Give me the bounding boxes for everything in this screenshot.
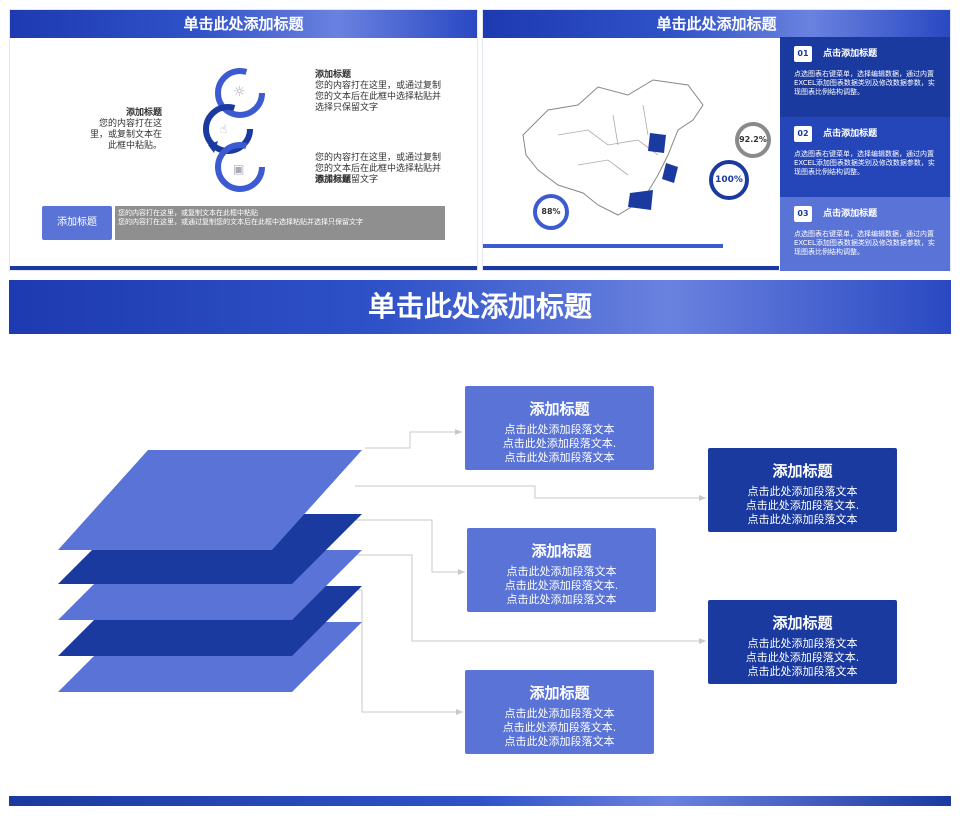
content-box-2-line-1: 点击此处添加段落文本: [747, 485, 858, 498]
layer-1: [58, 450, 362, 550]
percent-circle-3: 88%: [533, 194, 569, 230]
content-box-3-title: 添加标题: [531, 542, 592, 560]
slide-left-title: 单击此处添加标题: [183, 15, 304, 33]
content-box-2-line-2: 点击此处添加段落文本.: [745, 499, 860, 512]
right-top-text: 您的内容打在这里，或通过复制您的文本后在此框中选择粘贴并选择只保留文字: [315, 81, 442, 113]
side-item-2-title: 点击添加标题: [823, 129, 878, 139]
content-box-5-line-2: 点击此处添加段落文本.: [502, 721, 617, 734]
main-title: 单击此处添加标题: [367, 290, 592, 323]
content-box-4[interactable]: 添加标题 点击此处添加段落文本 点击此处添加段落文本. 点击此处添加段落文本: [708, 600, 897, 684]
side-item-3-number: 03: [794, 206, 812, 222]
side-item-1-text: 点选图表右键菜单，选择编辑数据，通过内置EXCEL添加图表数据类别及修改数据参数…: [794, 70, 935, 96]
map-underline: [483, 244, 723, 248]
bar-label[interactable]: 添加标题: [42, 206, 112, 240]
side-item-2[interactable]: 02 点击添加标题 点选图表右键菜单，选择编辑数据，通过内置EXCEL添加图表数…: [780, 117, 950, 197]
slide-right-title-bar: 单击此处添加标题: [483, 10, 950, 38]
main-footer-bar: [9, 796, 951, 806]
side-item-1[interactable]: 01 点击添加标题 点选图表右键菜单，选择编辑数据，通过内置EXCEL添加图表数…: [780, 37, 950, 117]
content-box-4-line-1: 点击此处添加段落文本: [747, 637, 858, 650]
side-item-2-text: 点选图表右键菜单，选择编辑数据，通过内置EXCEL添加图表数据类别及修改数据参数…: [794, 150, 935, 176]
percent-circle-2-label: 100%: [715, 175, 743, 185]
slide-right-title: 单击此处添加标题: [656, 15, 777, 33]
percent-circle-3-label: 88%: [541, 207, 561, 216]
layer-stack-diagram: [58, 429, 706, 715]
content-box-1-line-1: 点击此处添加段落文本: [504, 423, 615, 436]
side-item-1-number: 01: [794, 46, 812, 62]
bar-label-text: 添加标题: [57, 217, 97, 228]
content-box-1-line-2: 点击此处添加段落文本.: [502, 437, 617, 450]
side-item-1-title: 点击添加标题: [823, 49, 878, 59]
bottom-rule: [10, 266, 477, 270]
content-box-1-line-3: 点击此处添加段落文本: [504, 451, 615, 464]
slide-left-title-bar: 单击此处添加标题: [10, 10, 477, 38]
right-bottom-text: 您的内容打在这里，或通过复制您的文本后在此框中选择粘贴并选择只保留文字: [315, 153, 442, 185]
percent-circle-1-label: 92.2%: [739, 135, 767, 144]
content-box-3-line-2: 点击此处添加段落文本.: [504, 579, 619, 592]
content-box-1-title: 添加标题: [529, 400, 590, 418]
content-box-1[interactable]: 添加标题 点击此处添加段落文本 点击此处添加段落文本. 点击此处添加段落文本: [465, 386, 654, 470]
percent-circle-2: 100%: [709, 160, 749, 200]
wallet-icon: ▣: [233, 162, 245, 176]
side-item-3[interactable]: 03 点击添加标题 点选图表右键菜单，选择编辑数据，通过内置EXCEL添加图表数…: [780, 197, 950, 271]
gray-bar-line-2: 您的内容打在这里，或通过复制您的文本后在此框中选择粘贴并选择只保留文字: [118, 218, 363, 226]
right-bottom-label: 您的内容打在这里，或通过复制您的文本后在此框中选择粘贴并选择只保留文字 添加标题: [315, 153, 443, 186]
gray-bar-line-1: 您的内容打在这里，或复制文本在此框中粘贴: [118, 209, 258, 217]
content-box-3-line-3: 点击此处添加段落文本: [506, 593, 617, 606]
bottom-rule-right: [483, 266, 779, 270]
content-box-5[interactable]: 添加标题 点击此处添加段落文本 点击此处添加段落文本. 点击此处添加段落文本: [465, 670, 654, 754]
side-item-3-title: 点击添加标题: [823, 209, 878, 219]
content-box-3-line-1: 点击此处添加段落文本: [506, 565, 617, 578]
content-box-4-line-2: 点击此处添加段落文本.: [745, 651, 860, 664]
right-top-title: 添加标题: [315, 70, 352, 80]
content-box-5-title: 添加标题: [529, 684, 590, 702]
cycle-diagram: [203, 68, 265, 192]
right-top-label: 添加标题 您的内容打在这里，或通过复制您的文本后在此框中选择粘贴并选择只保留文字: [315, 70, 443, 114]
percent-circle-1: 92.2%: [735, 122, 771, 158]
side-item-2-number: 02: [794, 126, 812, 142]
content-box-4-title: 添加标题: [772, 614, 833, 632]
content-box-2-title: 添加标题: [772, 462, 833, 480]
side-item-3-text: 点选图表右键菜单，选择编辑数据，通过内置EXCEL添加图表数据类别及修改数据参数…: [794, 230, 935, 256]
gray-text-bar: 您的内容打在这里，或复制文本在此框中粘贴 您的内容打在这里，或通过复制您的文本后…: [115, 206, 445, 240]
left-label-title: 添加标题: [125, 108, 162, 118]
content-box-4-line-3: 点击此处添加段落文本: [747, 665, 858, 678]
slide-thumbnail-left[interactable]: 单击此处添加标题 ☼ ☝ ▣ 添加标题 您的内容打在这里，或复制文本在此框中粘贴…: [9, 9, 478, 271]
thumbs-up-icon: ☝: [220, 122, 228, 136]
content-box-5-line-3: 点击此处添加段落文本: [504, 735, 615, 748]
left-label-text: 您的内容打在这里，或复制文本在此框中粘贴。: [89, 119, 162, 151]
content-box-2-line-3: 点击此处添加段落文本: [747, 513, 858, 526]
content-box-2[interactable]: 添加标题 点击此处添加段落文本 点击此处添加段落文本. 点击此处添加段落文本: [708, 448, 897, 532]
content-box-5-line-1: 点击此处添加段落文本: [504, 707, 615, 720]
content-box-3[interactable]: 添加标题 点击此处添加段落文本 点击此处添加段落文本. 点击此处添加段落文本: [467, 528, 656, 612]
bulb-icon: ☼: [233, 84, 246, 100]
right-bottom-title: 添加标题: [315, 175, 352, 185]
main-title-bar: 单击此处添加标题: [9, 280, 951, 334]
china-map: [522, 79, 704, 216]
left-label: 添加标题 您的内容打在这里，或复制文本在此框中粘贴。: [82, 108, 162, 152]
